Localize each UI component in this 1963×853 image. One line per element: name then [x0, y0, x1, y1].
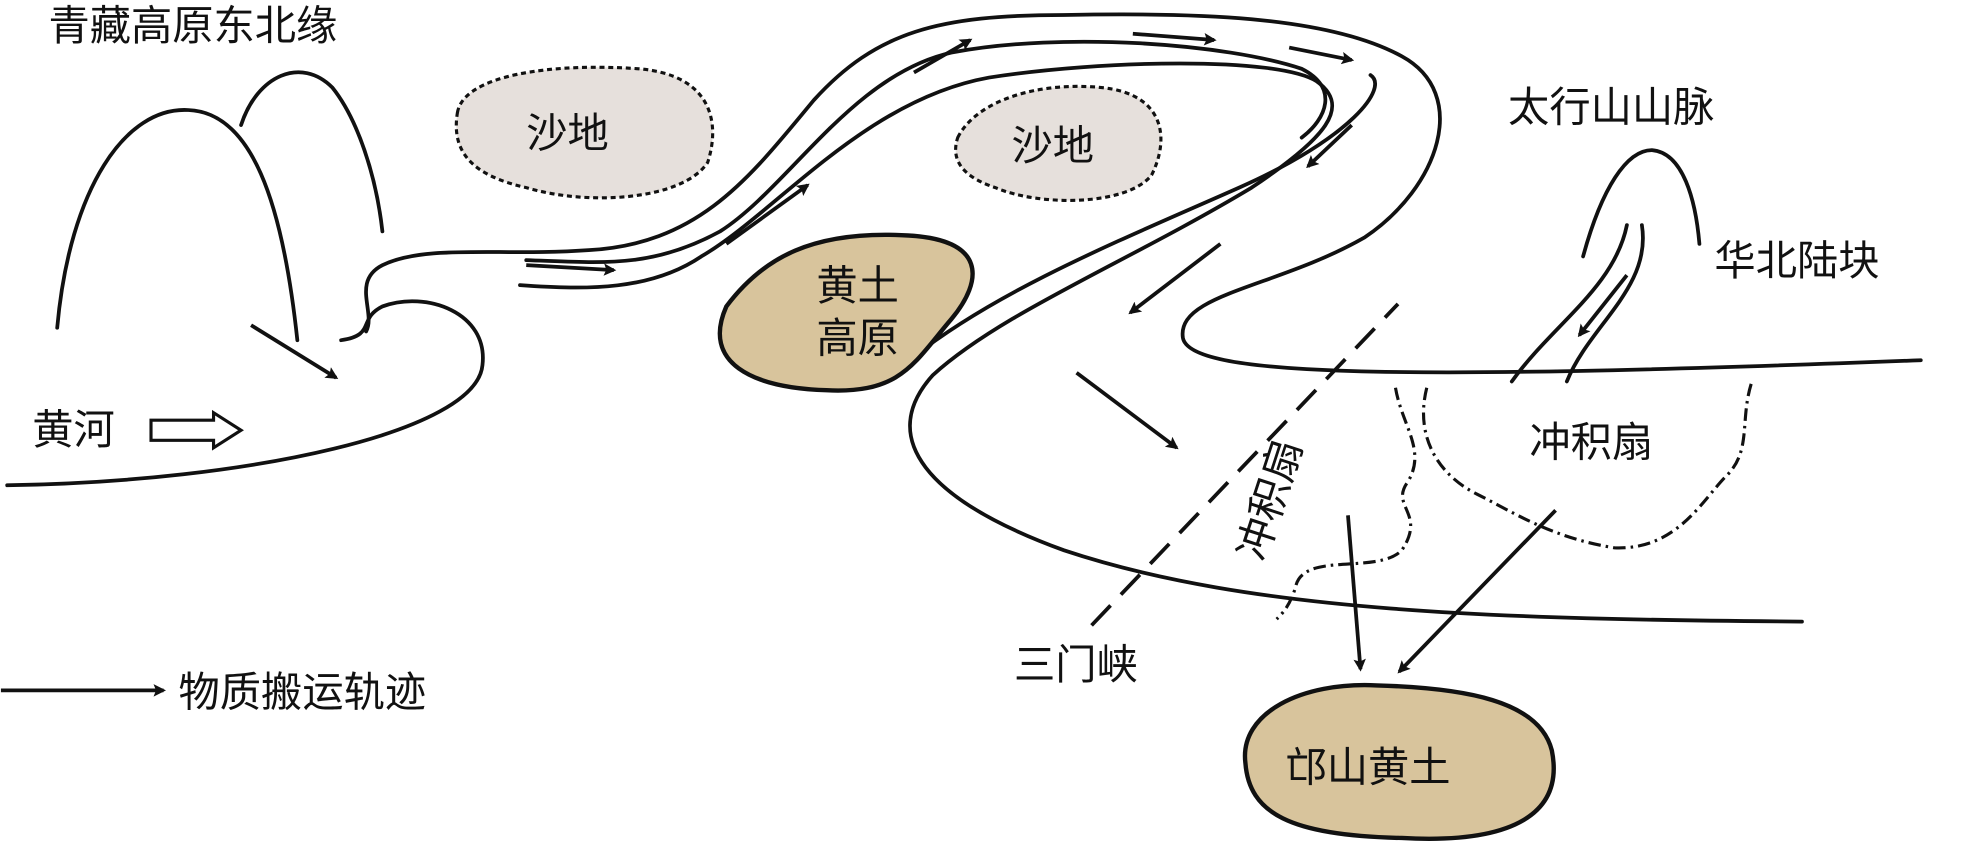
mangshan-loess	[1242, 682, 1556, 841]
yellow-river-label: 黄河	[32, 406, 115, 454]
river-bank-inner	[912, 73, 1377, 359]
hollow-arrow-icon	[149, 409, 244, 451]
sand-label: 沙地	[526, 110, 609, 158]
mangshan-label: 邙山黄土	[1285, 744, 1450, 792]
taihang-label: 太行山山脉	[1508, 83, 1714, 131]
flow-arrow	[1128, 242, 1222, 315]
loess-plateau-label: 高原	[816, 315, 899, 363]
flow-arrow	[526, 263, 617, 276]
flow-arrow	[1132, 31, 1217, 46]
taihang-mountain	[1581, 148, 1702, 259]
flow-arrow	[1288, 45, 1355, 65]
legend-label: 物质搬运轨迹	[179, 669, 427, 717]
taihang-channel	[1509, 223, 1629, 384]
sanmenxia-label: 三门峡	[1014, 641, 1138, 689]
river-bank-outer	[5, 299, 485, 488]
sand-label: 沙地	[1012, 122, 1095, 170]
sanmenxia-line	[1090, 302, 1400, 627]
transport-arrow	[1397, 508, 1557, 674]
taihang-channel	[1564, 223, 1645, 384]
transport-arrow	[250, 323, 339, 380]
flow-arrow	[913, 38, 973, 75]
alluvial-fan-boundary	[1421, 380, 1754, 550]
qinghai-tibet-mountain-back	[239, 70, 385, 234]
alluvial-fan-label: 冲积扇	[1228, 433, 1312, 566]
sand-patch	[454, 65, 715, 200]
river-bank-upper	[364, 12, 1923, 375]
transport-arrow	[1346, 515, 1366, 672]
sand-patch	[954, 84, 1163, 202]
flow-arrow	[1306, 123, 1354, 169]
title-label: 青藏高原东北缘	[48, 2, 337, 50]
north-china-label: 华北陆块	[1714, 237, 1879, 285]
qinghai-tibet-mountain	[55, 108, 300, 343]
flow-arrow	[725, 183, 810, 246]
flow-arrow	[1075, 371, 1179, 450]
alluvial-fan-boundary	[1275, 387, 1417, 621]
alluvial-fan-label: 冲积扇	[1529, 419, 1653, 467]
river-bank-lower	[518, 61, 1804, 624]
loess-plateau	[717, 232, 975, 393]
loess-plateau-label: 黄土	[816, 262, 899, 310]
flow-arrow	[1577, 273, 1629, 338]
